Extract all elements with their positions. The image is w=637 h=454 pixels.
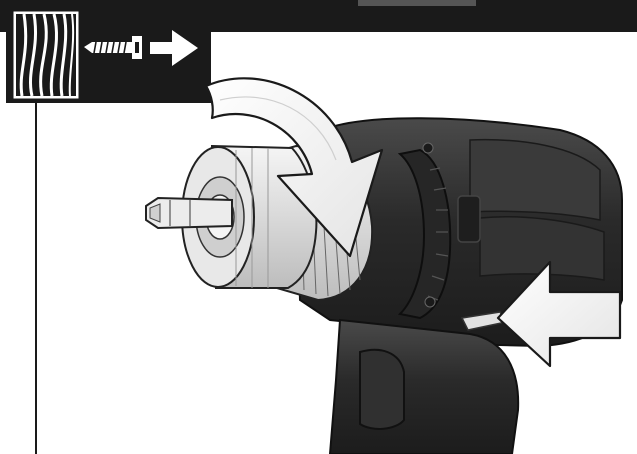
wood-screw-forward-icon	[6, 6, 211, 103]
wood-grain-icon	[14, 12, 78, 98]
screwdriver-bit	[146, 198, 232, 228]
top-strip-tab	[358, 0, 476, 6]
